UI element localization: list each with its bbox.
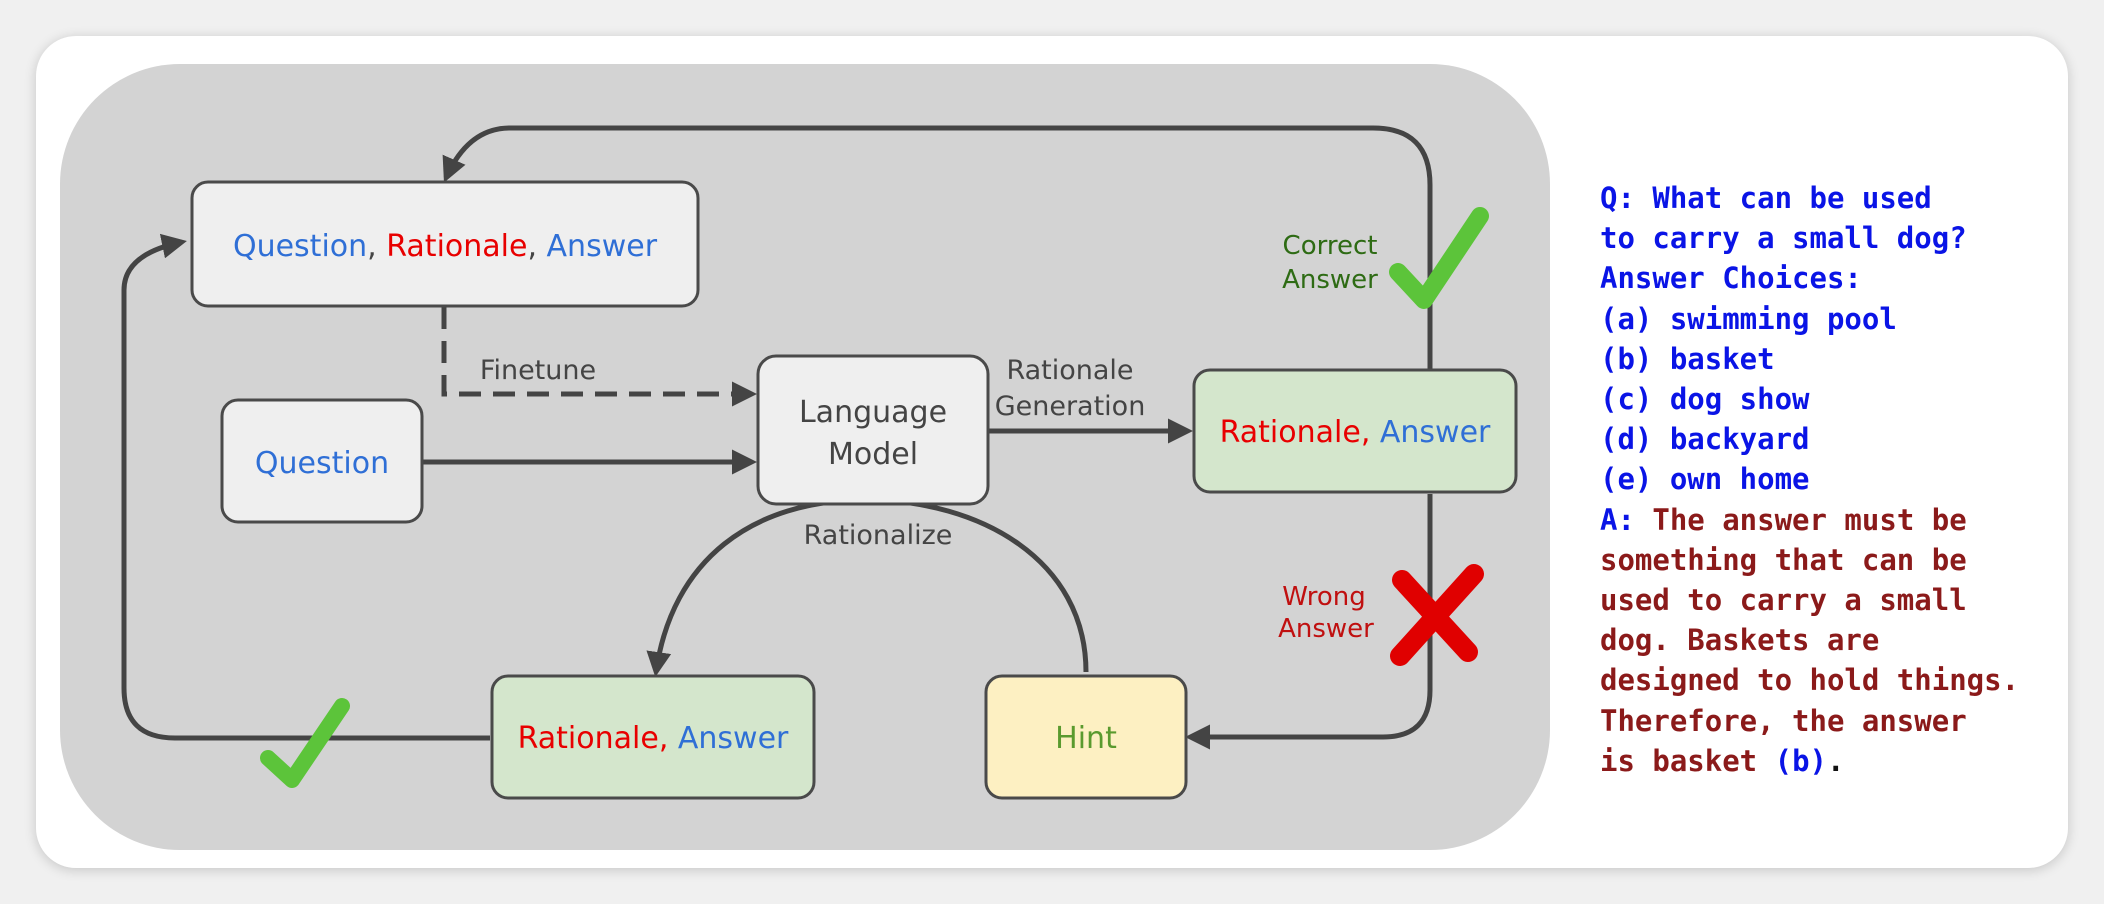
example-question-answer: Q: What can be used to carry a small dog?… bbox=[1600, 178, 2080, 781]
question-box-label: Question bbox=[255, 446, 389, 481]
finetune-label: Finetune bbox=[480, 355, 596, 386]
qa-answer-line: something that can be bbox=[1600, 542, 1967, 577]
svg-text:Question, Rationale, Answer: Question, Rationale, Answer bbox=[233, 229, 658, 264]
generated-rationale-answer-box: Rationale, Answer bbox=[1192, 368, 1518, 494]
qa-answer-line: is basket (b). bbox=[1600, 743, 1845, 778]
qa-answer-prefix: A: bbox=[1600, 502, 1635, 537]
qa-answer-line: A: The answer must be bbox=[1600, 502, 1967, 537]
qa-answer-line: designed to hold things. bbox=[1600, 663, 2020, 698]
rationale-generation-label-line2: Generation bbox=[995, 391, 1146, 422]
generated-rationale: Rationale bbox=[1220, 415, 1361, 450]
wrong-to-hint-arrow bbox=[1185, 494, 1433, 750]
qa-question-line: Q: What can be used bbox=[1600, 181, 1932, 215]
rationalized-rationale-answer-box: Rationale, Answer bbox=[490, 674, 816, 800]
rationalize-loop-arrow bbox=[121, 233, 490, 741]
language-model-line2: Model bbox=[828, 437, 918, 472]
hint-label: Hint bbox=[1055, 721, 1117, 756]
check-icon bbox=[1389, 207, 1489, 309]
language-model-line1: Language bbox=[799, 395, 947, 430]
correct-answer-label-line2: Answer bbox=[1282, 265, 1378, 295]
wrong-answer-label-line1: Wrong bbox=[1282, 582, 1366, 612]
qra-rationale: Rationale bbox=[386, 229, 527, 264]
rationale-generation-label-line1: Rationale bbox=[1006, 355, 1133, 386]
question-box: Question bbox=[220, 398, 424, 524]
rationalized-rationale: Rationale bbox=[518, 721, 659, 756]
cross-icon bbox=[1390, 564, 1484, 666]
qa-choice: (c) dog show bbox=[1600, 382, 1810, 417]
language-model-box: Language Model bbox=[756, 354, 990, 506]
qa-answer-choice: (b) bbox=[1774, 743, 1827, 778]
rationalized-answer: Answer bbox=[678, 721, 789, 756]
qa-answer-line: dog. Baskets are bbox=[1600, 623, 1880, 658]
qa-choice: (b) basket bbox=[1600, 341, 1775, 376]
wrong-answer-label-line2: Answer bbox=[1278, 614, 1374, 644]
qra-box: Question, Rationale, Answer bbox=[190, 180, 700, 308]
qra-answer: Answer bbox=[547, 229, 658, 264]
check-icon bbox=[260, 698, 350, 788]
correct-loop-arrow bbox=[442, 125, 1433, 370]
correct-answer-label-line1: Correct bbox=[1283, 231, 1378, 261]
qa-answer-line: Therefore, the answer bbox=[1600, 703, 1967, 738]
svg-text:Rationale, Answer: Rationale, Answer bbox=[1220, 415, 1491, 450]
qa-answer-line: used to carry a small bbox=[1600, 583, 1967, 618]
qa-choice: (e) own home bbox=[1600, 462, 1810, 497]
rationalize-label: Rationalize bbox=[804, 520, 953, 551]
qa-answer-choices-heading: Answer Choices: bbox=[1600, 261, 1862, 296]
generated-answer: Answer bbox=[1380, 415, 1491, 450]
qa-question-line: to carry a small dog? bbox=[1600, 221, 1967, 256]
qra-question: Question bbox=[233, 229, 367, 264]
finetune-arrow bbox=[441, 307, 757, 407]
qa-choice: (d) backyard bbox=[1600, 422, 1810, 457]
svg-text:Rationale, Answer: Rationale, Answer bbox=[518, 721, 789, 756]
qa-choice: (a) swimming pool bbox=[1600, 301, 1897, 336]
hint-box: Hint bbox=[984, 674, 1188, 800]
